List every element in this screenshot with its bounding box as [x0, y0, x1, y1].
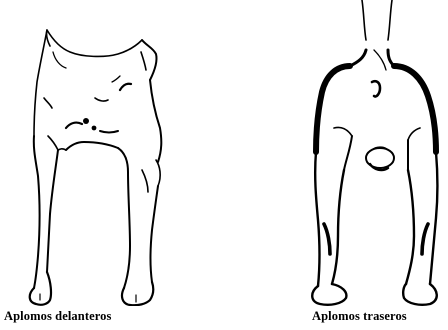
rear-legs-caption: Aplomos traseros — [312, 309, 407, 324]
dog-rear-legs-illustration — [224, 0, 448, 306]
front-legs-figure: Aplomos delanteros — [0, 0, 224, 330]
front-legs-caption: Aplomos delanteros — [4, 309, 111, 324]
dog-front-legs-illustration — [0, 0, 224, 306]
rear-legs-figure: Aplomos traseros — [224, 0, 448, 330]
